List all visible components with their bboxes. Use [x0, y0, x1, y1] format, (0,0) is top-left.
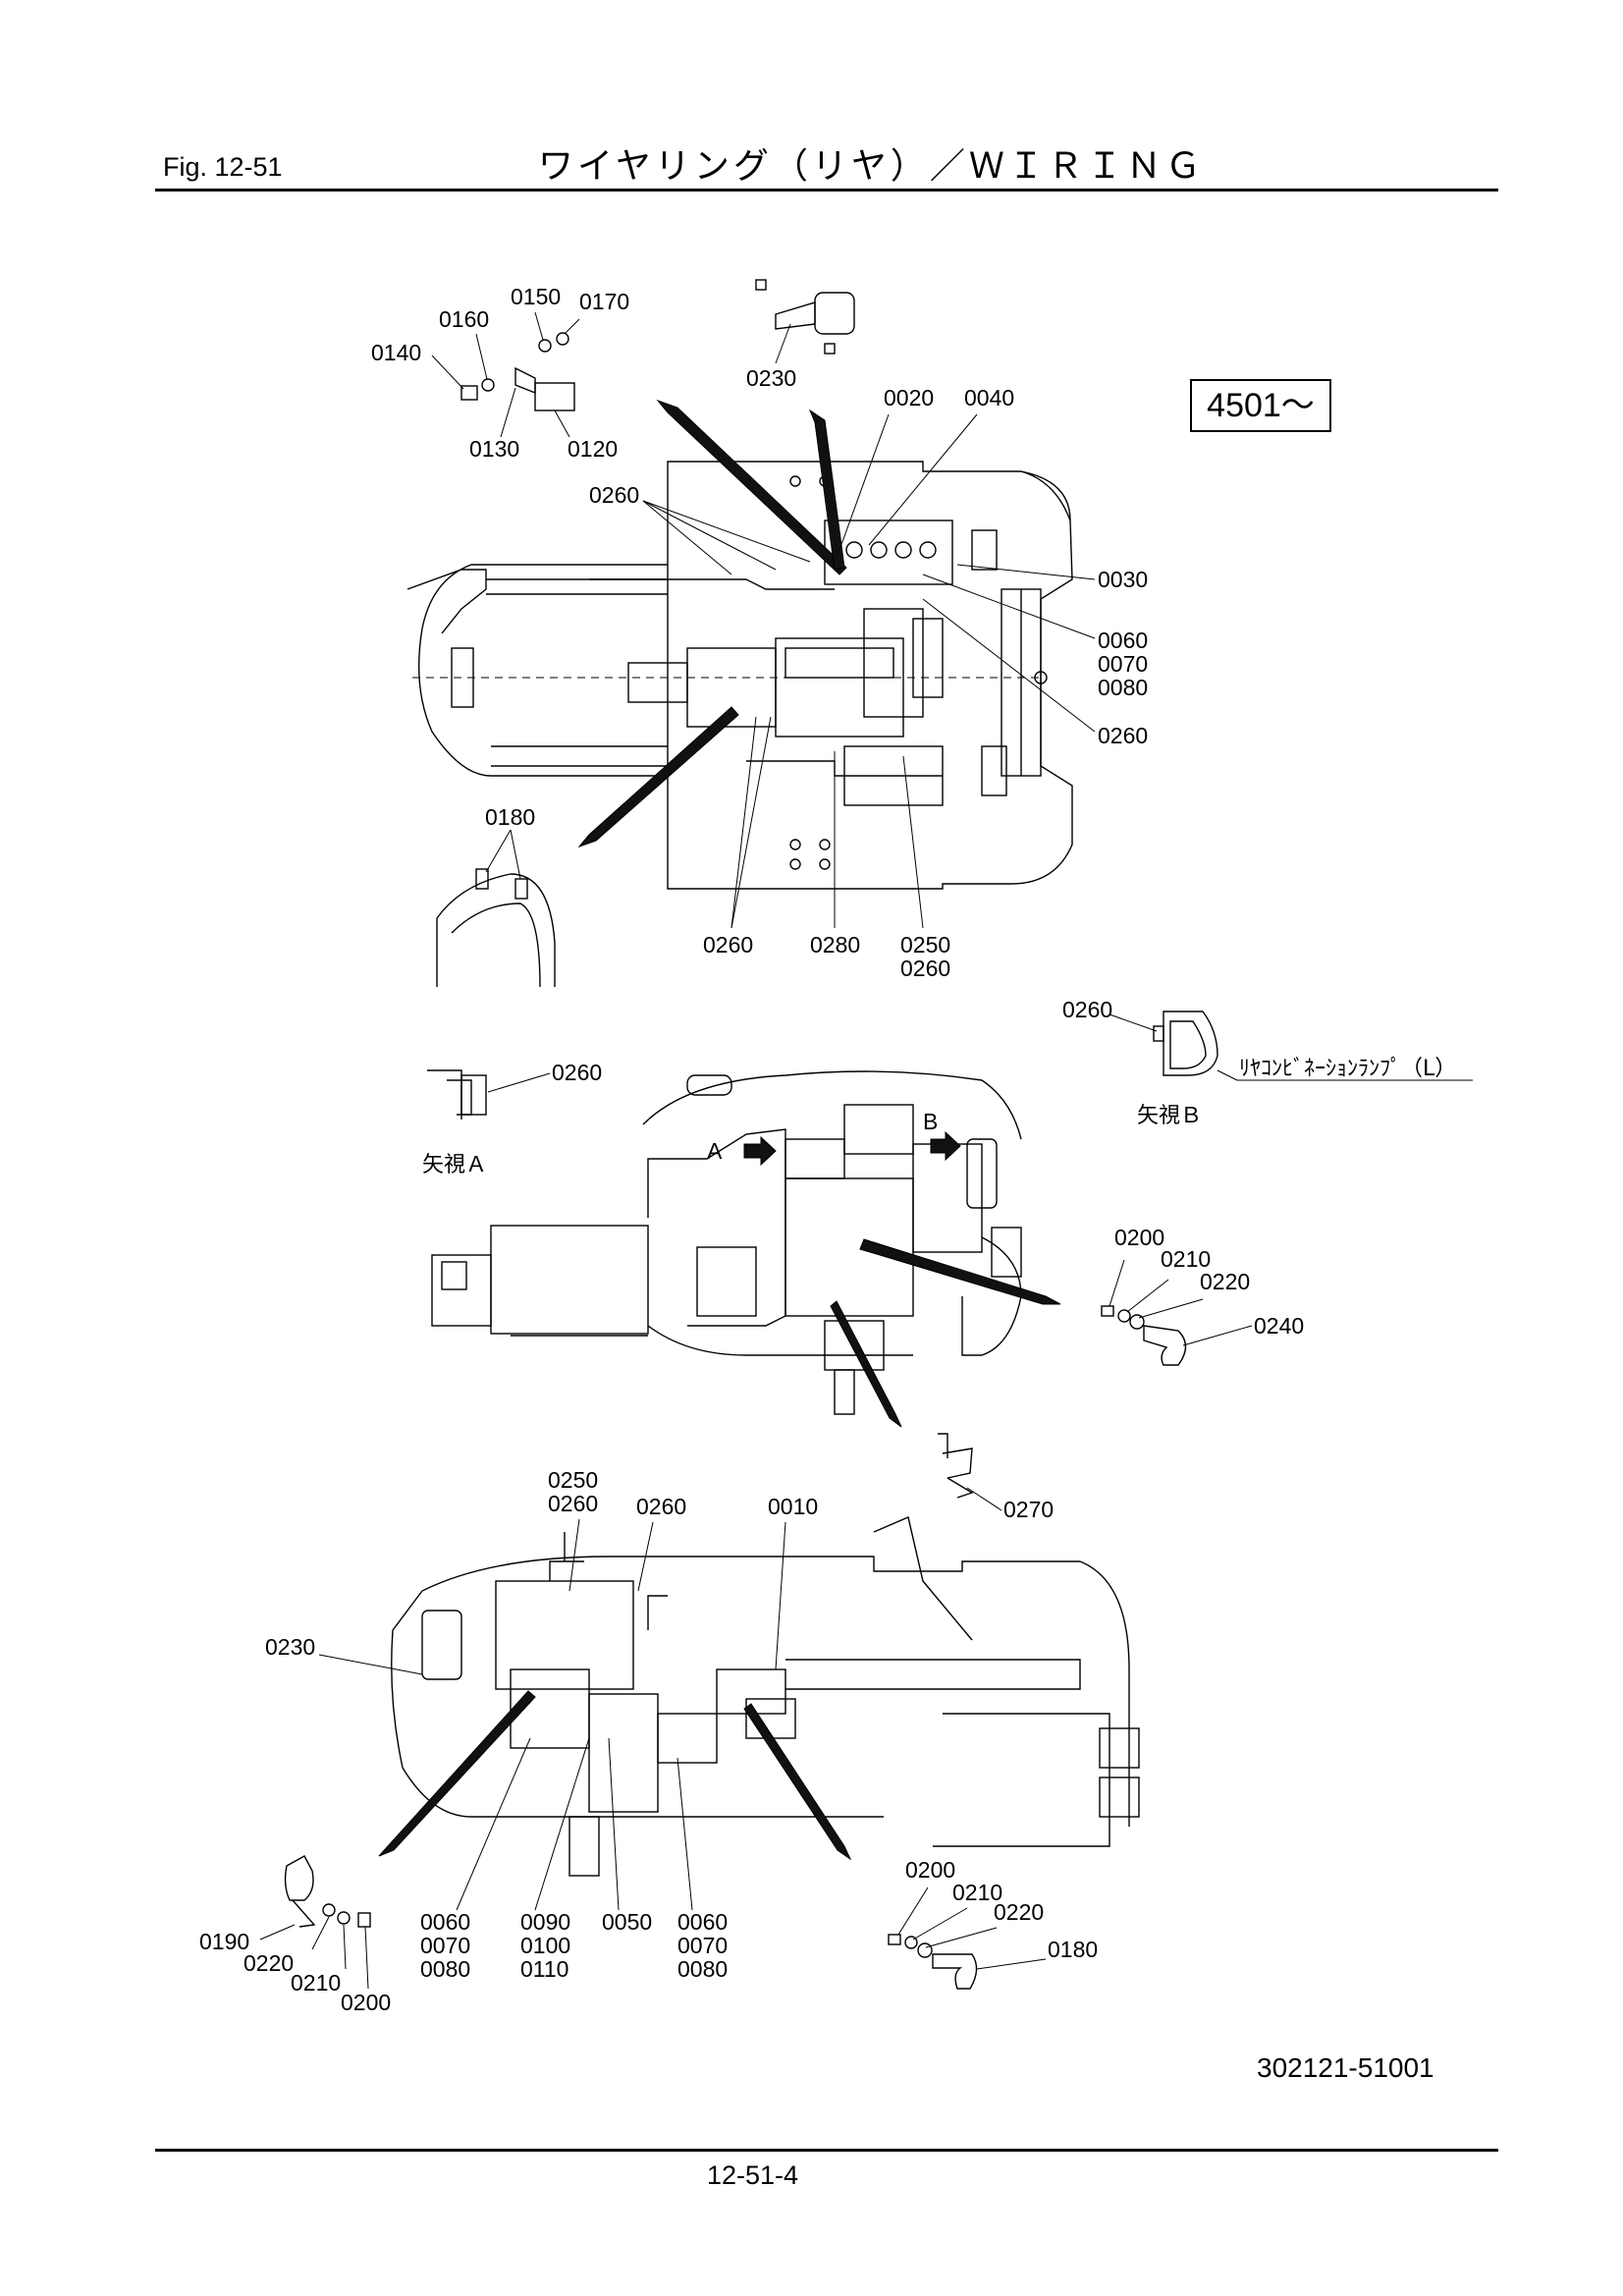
clamp-0180-bottom-parts	[888, 1886, 1047, 1990]
callout-0080-c: 0080	[677, 1956, 728, 1982]
serial-range-box: 4501～	[1190, 379, 1331, 432]
callout-0210-a: 0210	[1161, 1246, 1211, 1272]
callout-0260-d: 0260	[900, 956, 950, 981]
callout-0140: 0140	[371, 340, 421, 365]
callout-0050: 0050	[602, 1909, 652, 1935]
callout-0230-bottom: 0230	[265, 1634, 315, 1660]
callout-0280: 0280	[810, 932, 860, 957]
callout-0070-c: 0070	[677, 1933, 728, 1958]
callout-0130: 0130	[469, 436, 519, 462]
callout-0120: 0120	[568, 436, 618, 462]
callout-0260-h: 0260	[636, 1494, 686, 1519]
side-view-machine	[431, 1070, 1061, 1428]
callout-0160: 0160	[439, 306, 489, 332]
callout-0230-top: 0230	[746, 365, 796, 391]
bracket-0180-top	[436, 868, 556, 988]
callout-0090: 0090	[520, 1909, 570, 1935]
pointer-a-label: A	[707, 1138, 723, 1164]
callout-0200-b: 0200	[341, 1990, 391, 2015]
clamp-0190-parts	[259, 1855, 371, 1990]
callout-0110: 0110	[520, 1956, 568, 1982]
bottom-side-view	[378, 1516, 1140, 1877]
callout-0060-c: 0060	[677, 1909, 728, 1935]
callout-0150: 0150	[511, 284, 561, 309]
callout-0200-c: 0200	[905, 1857, 955, 1883]
callout-0070-a: 0070	[1098, 651, 1148, 677]
clamp-0270-part	[938, 1433, 1002, 1511]
relay-bracket-parts	[431, 311, 580, 438]
lamp-label: ﾘﾔｺﾝﾋﾞﾈｰｼｮﾝﾗﾝﾌﾟ（L）	[1239, 1057, 1456, 1081]
callout-0060-b: 0060	[420, 1909, 470, 1935]
callout-0200-a: 0200	[1114, 1225, 1164, 1250]
callout-0220-b: 0220	[243, 1950, 294, 1976]
callout-0100: 0100	[520, 1933, 570, 1958]
footer-rule	[155, 2149, 1498, 2152]
callout-0170: 0170	[579, 289, 629, 314]
callout-0260-e: 0260	[1062, 997, 1112, 1022]
callout-0080-b: 0080	[420, 1956, 470, 1982]
callout-0040: 0040	[964, 385, 1014, 410]
horn-bracket-part	[755, 279, 855, 364]
bottom-view-leaders	[318, 1518, 786, 1911]
callout-0260-a: 0260	[589, 482, 639, 508]
callout-0180-b: 0180	[1048, 1937, 1098, 1962]
top-view-leaders	[485, 413, 1096, 929]
callout-0220-a: 0220	[1200, 1269, 1250, 1294]
callout-0070-b: 0070	[420, 1933, 470, 1958]
view-a-detail	[427, 1069, 551, 1120]
callout-0080-a: 0080	[1098, 675, 1148, 700]
view-b-label: 矢視Ｂ	[1137, 1104, 1202, 1128]
callout-0220-c: 0220	[994, 1899, 1044, 1925]
callout-0210-c: 0210	[952, 1880, 1002, 1905]
callout-labels: 0150 0170 0160 0140 0130 0120 0230 0020 …	[199, 284, 1456, 2015]
callout-0030: 0030	[1098, 567, 1148, 592]
page-number: 12-51-4	[707, 2160, 799, 2190]
callout-0010: 0010	[768, 1494, 818, 1519]
drawing-number: 302121-51001	[1257, 2052, 1434, 2083]
header-rule	[155, 189, 1498, 191]
callout-0260-f: 0260	[552, 1060, 602, 1085]
callout-0180-a: 0180	[485, 804, 535, 830]
view-a-label: 矢視Ａ	[422, 1153, 487, 1177]
callout-0060-a: 0060	[1098, 628, 1148, 653]
callout-0240: 0240	[1254, 1313, 1304, 1339]
figure-number: Fig. 12-51	[163, 152, 283, 182]
view-b-lamp	[1109, 1011, 1473, 1081]
callout-0210-b: 0210	[291, 1970, 341, 1995]
callout-0270: 0270	[1003, 1497, 1054, 1522]
page-title: ワイヤリング（リヤ）／ＷＩＲＩＮＧ	[538, 145, 1205, 186]
callout-0260-b: 0260	[1098, 723, 1148, 748]
callout-0020: 0020	[884, 385, 934, 410]
callout-0260-c: 0260	[703, 932, 753, 957]
callout-0260-g: 0260	[548, 1491, 598, 1516]
callout-0190: 0190	[199, 1929, 249, 1954]
callout-0250-b: 0250	[548, 1467, 598, 1493]
top-view-machine	[406, 399, 1073, 890]
pointer-b-label: B	[923, 1109, 938, 1134]
callout-0250-a: 0250	[900, 932, 950, 957]
clamp-0240-parts	[1101, 1259, 1253, 1366]
